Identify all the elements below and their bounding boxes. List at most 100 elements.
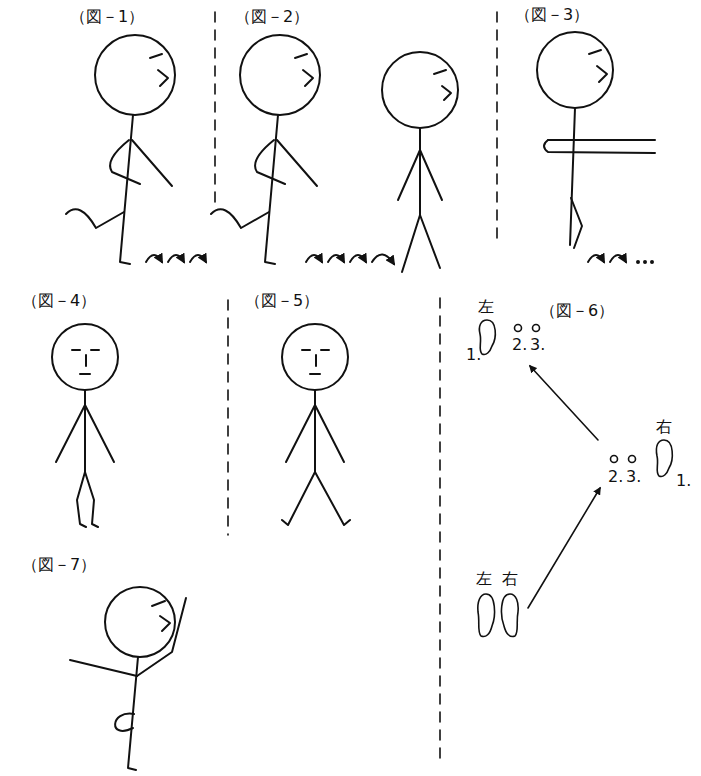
- step-label: 3.: [626, 468, 641, 486]
- body: [570, 108, 575, 245]
- hop-arc: [146, 255, 162, 262]
- reaching-figure: [537, 32, 655, 263]
- hop-arc: [372, 254, 394, 264]
- step-arrow: [528, 488, 600, 608]
- figure-caption: （図－6）: [540, 302, 614, 320]
- arm: [70, 660, 137, 676]
- footprint: [479, 320, 495, 355]
- step-label: 右: [502, 570, 518, 588]
- head: [282, 324, 348, 390]
- face: [158, 70, 168, 86]
- head: [537, 32, 613, 108]
- footprint: [502, 594, 519, 637]
- divider-line: [214, 12, 216, 205]
- step-label: 3.: [530, 336, 545, 354]
- step-label: 1.: [466, 346, 481, 364]
- bent-leg: [115, 714, 134, 731]
- figure-caption: （図－5）: [245, 292, 319, 310]
- eye: [152, 601, 165, 606]
- standing-figure: [52, 324, 118, 527]
- head: [240, 35, 320, 115]
- figure-caption: （図－4）: [22, 292, 96, 310]
- arm: [544, 140, 655, 153]
- head: [95, 35, 175, 115]
- nose: [85, 355, 87, 366]
- step-diagram: [478, 320, 672, 637]
- arm: [56, 405, 85, 462]
- arm: [137, 598, 186, 676]
- leg: [571, 198, 582, 248]
- leg: [211, 209, 269, 228]
- mouth: [80, 373, 90, 375]
- arm: [132, 140, 172, 186]
- hop-arc: [306, 255, 322, 262]
- eyes: [302, 349, 329, 351]
- hop-arc: [190, 255, 206, 262]
- hop-arc: [168, 255, 184, 262]
- arm: [277, 140, 317, 186]
- walking-figure: [66, 35, 206, 264]
- walking-figure: [211, 35, 394, 264]
- face: [160, 616, 170, 631]
- face: [442, 86, 451, 100]
- step-arrow: [530, 366, 598, 440]
- balancing-figure: [70, 587, 186, 770]
- body: [265, 115, 278, 264]
- toe-step: [515, 325, 522, 332]
- toe-step: [611, 456, 618, 463]
- nose: [315, 355, 317, 366]
- body: [314, 390, 316, 472]
- arm: [255, 140, 285, 184]
- step-label: 1.: [676, 472, 691, 490]
- step-label: 左: [478, 298, 494, 316]
- face: [303, 70, 313, 86]
- figure-caption: （図－3）: [515, 6, 589, 24]
- eye: [295, 54, 307, 58]
- arm: [548, 139, 655, 141]
- step-label: 右: [656, 418, 672, 436]
- standing-figure: [382, 52, 458, 272]
- head: [52, 324, 118, 390]
- hop-arc: [588, 255, 604, 262]
- eye: [150, 54, 162, 58]
- dot: [644, 261, 646, 263]
- toe-step: [533, 325, 540, 332]
- head: [105, 587, 175, 657]
- leg: [282, 472, 315, 525]
- hop-arc: [350, 255, 366, 262]
- hop-arc: [328, 255, 344, 262]
- leg: [315, 472, 350, 525]
- leg: [66, 209, 124, 228]
- mouth: [310, 373, 320, 375]
- divider-line: [439, 298, 441, 765]
- arm: [85, 405, 114, 462]
- leg: [420, 215, 440, 268]
- dot: [637, 261, 639, 263]
- arm: [286, 405, 315, 462]
- body: [120, 115, 133, 264]
- body: [419, 128, 421, 215]
- leg: [77, 472, 86, 527]
- dot: [651, 261, 653, 263]
- divider-line: [227, 300, 229, 535]
- footprint: [478, 594, 495, 637]
- figure-caption: （図－1）: [70, 8, 144, 26]
- step-label: 2.: [512, 336, 527, 354]
- face: [597, 66, 607, 82]
- eye: [434, 70, 446, 74]
- figure-caption: （図－7）: [22, 556, 96, 574]
- divider-line: [496, 12, 498, 242]
- head: [382, 52, 458, 128]
- hop-arc: [610, 255, 626, 262]
- standing-figure: [282, 324, 350, 525]
- step-label: 左: [476, 570, 492, 588]
- leg: [85, 472, 98, 527]
- body: [84, 390, 86, 472]
- eye: [589, 50, 601, 54]
- eyes: [72, 349, 99, 351]
- footprint: [656, 440, 672, 477]
- figure-caption: （図－2）: [235, 8, 309, 26]
- arm: [110, 140, 140, 184]
